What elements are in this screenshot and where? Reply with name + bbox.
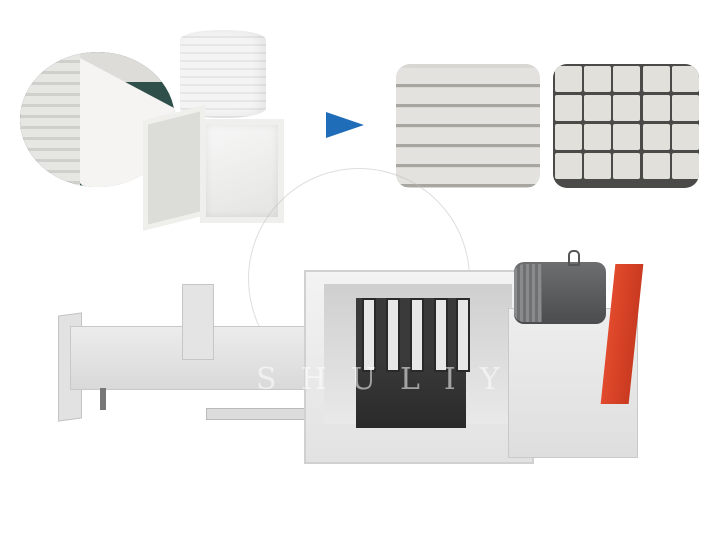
foam-compactor-machine xyxy=(56,248,656,468)
feed-hopper xyxy=(304,270,534,464)
compressed-blocks-stack-photo xyxy=(553,64,699,188)
foam-roll-photo xyxy=(180,30,266,118)
support-post xyxy=(182,284,214,360)
machine-leg xyxy=(100,388,106,410)
electric-motor xyxy=(514,250,606,324)
foam-box-photo xyxy=(143,105,284,231)
watermark-text: SHULIY xyxy=(256,362,524,397)
arrow-right-icon xyxy=(326,112,364,138)
compressed-blocks-wall-photo xyxy=(396,64,540,188)
